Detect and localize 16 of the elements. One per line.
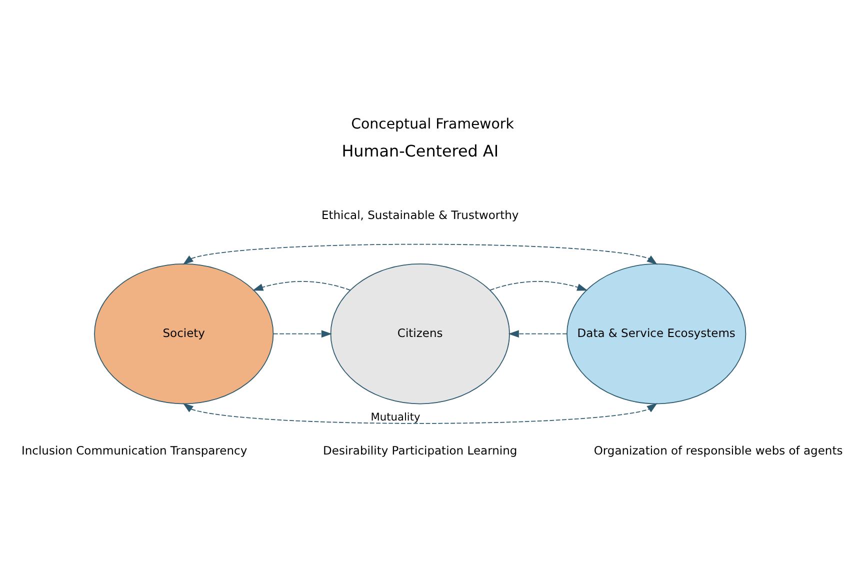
node-ellipse: Data & Service Ecosystems (566, 263, 746, 404)
arrow (508, 330, 568, 338)
arrow (182, 402, 658, 424)
node-label: Organization of responsible webs of agents (594, 443, 843, 458)
label: Human-Centered AI (342, 140, 499, 160)
label: Ethical, Sustainable & Trustworthy (321, 208, 519, 222)
arrow (182, 243, 658, 264)
node-ellipse: Society (94, 263, 274, 404)
edge-label: Mutuality (370, 410, 420, 423)
arrow (490, 280, 588, 290)
arrow (252, 280, 351, 290)
node-label: Desirability Participation Learning (323, 443, 518, 458)
node-ellipse: Citizens (330, 263, 510, 404)
node-label: Inclusion Communication Transparency (21, 443, 248, 458)
diagram-title: Conceptual Framework (351, 116, 514, 132)
arrow (272, 330, 332, 338)
